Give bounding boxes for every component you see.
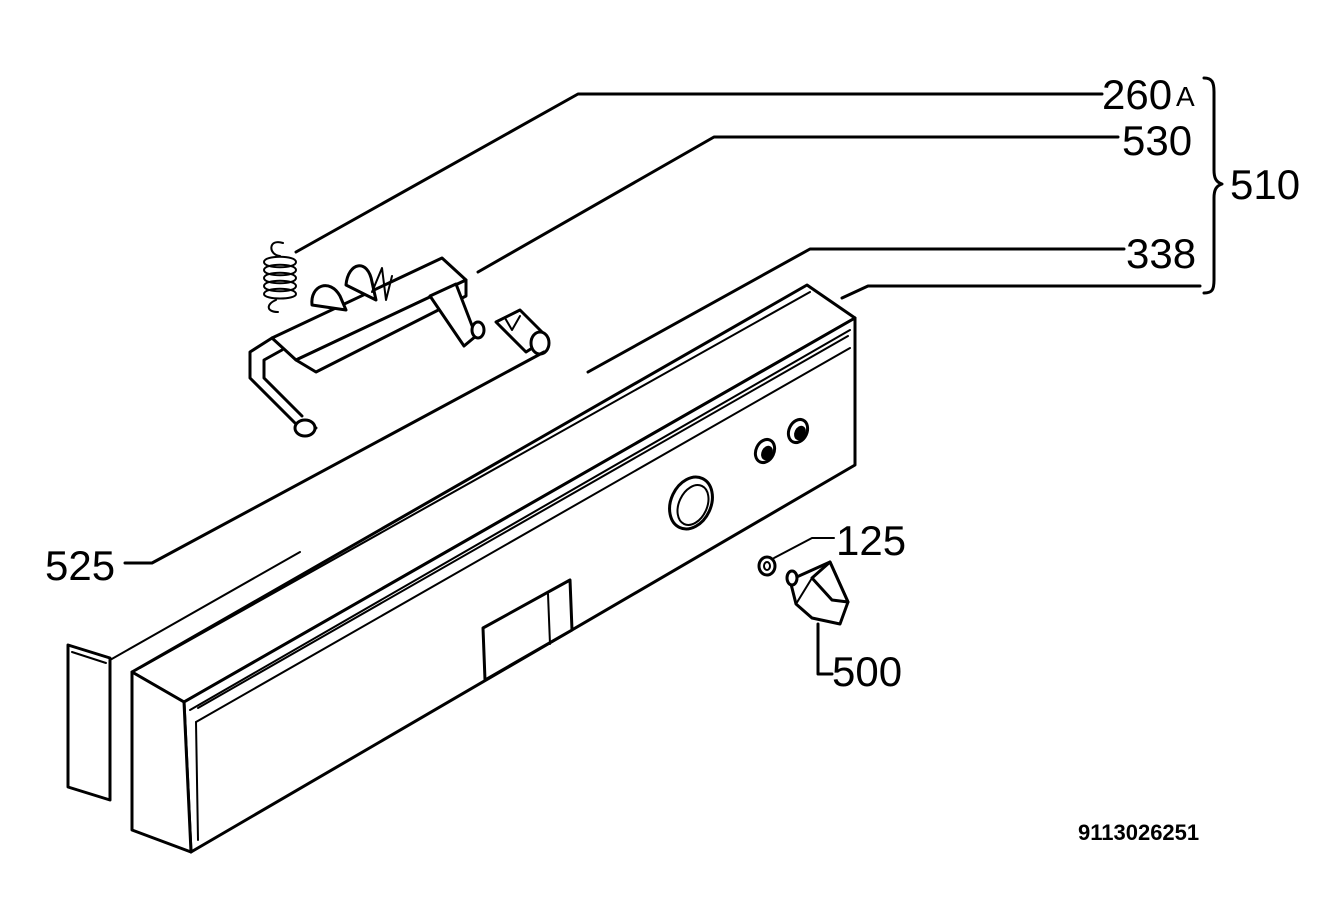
knob xyxy=(785,560,850,626)
control-panel xyxy=(130,283,857,854)
nut xyxy=(757,555,777,577)
leader-lines xyxy=(109,76,1224,676)
label-510: 510 xyxy=(1230,161,1300,208)
part-labels: 260 A 530 510 338 525 125 500 9113026251 xyxy=(45,71,1300,845)
label-525: 525 xyxy=(45,542,115,589)
label-260: 260 xyxy=(1102,71,1172,118)
indicator-hole-right xyxy=(786,417,810,445)
label-500: 500 xyxy=(832,648,902,695)
document-number: 9113026251 xyxy=(1078,820,1199,845)
indicator-pin xyxy=(494,308,551,356)
spring xyxy=(263,241,297,313)
knob-hole xyxy=(668,475,714,531)
end-cap xyxy=(66,643,112,802)
label-125: 125 xyxy=(836,517,906,564)
door-latch xyxy=(248,256,486,438)
label-338: 338 xyxy=(1126,230,1196,277)
indicator-hole-left xyxy=(753,437,777,465)
label-530: 530 xyxy=(1122,117,1192,164)
label-260-suffix: A xyxy=(1176,81,1195,112)
